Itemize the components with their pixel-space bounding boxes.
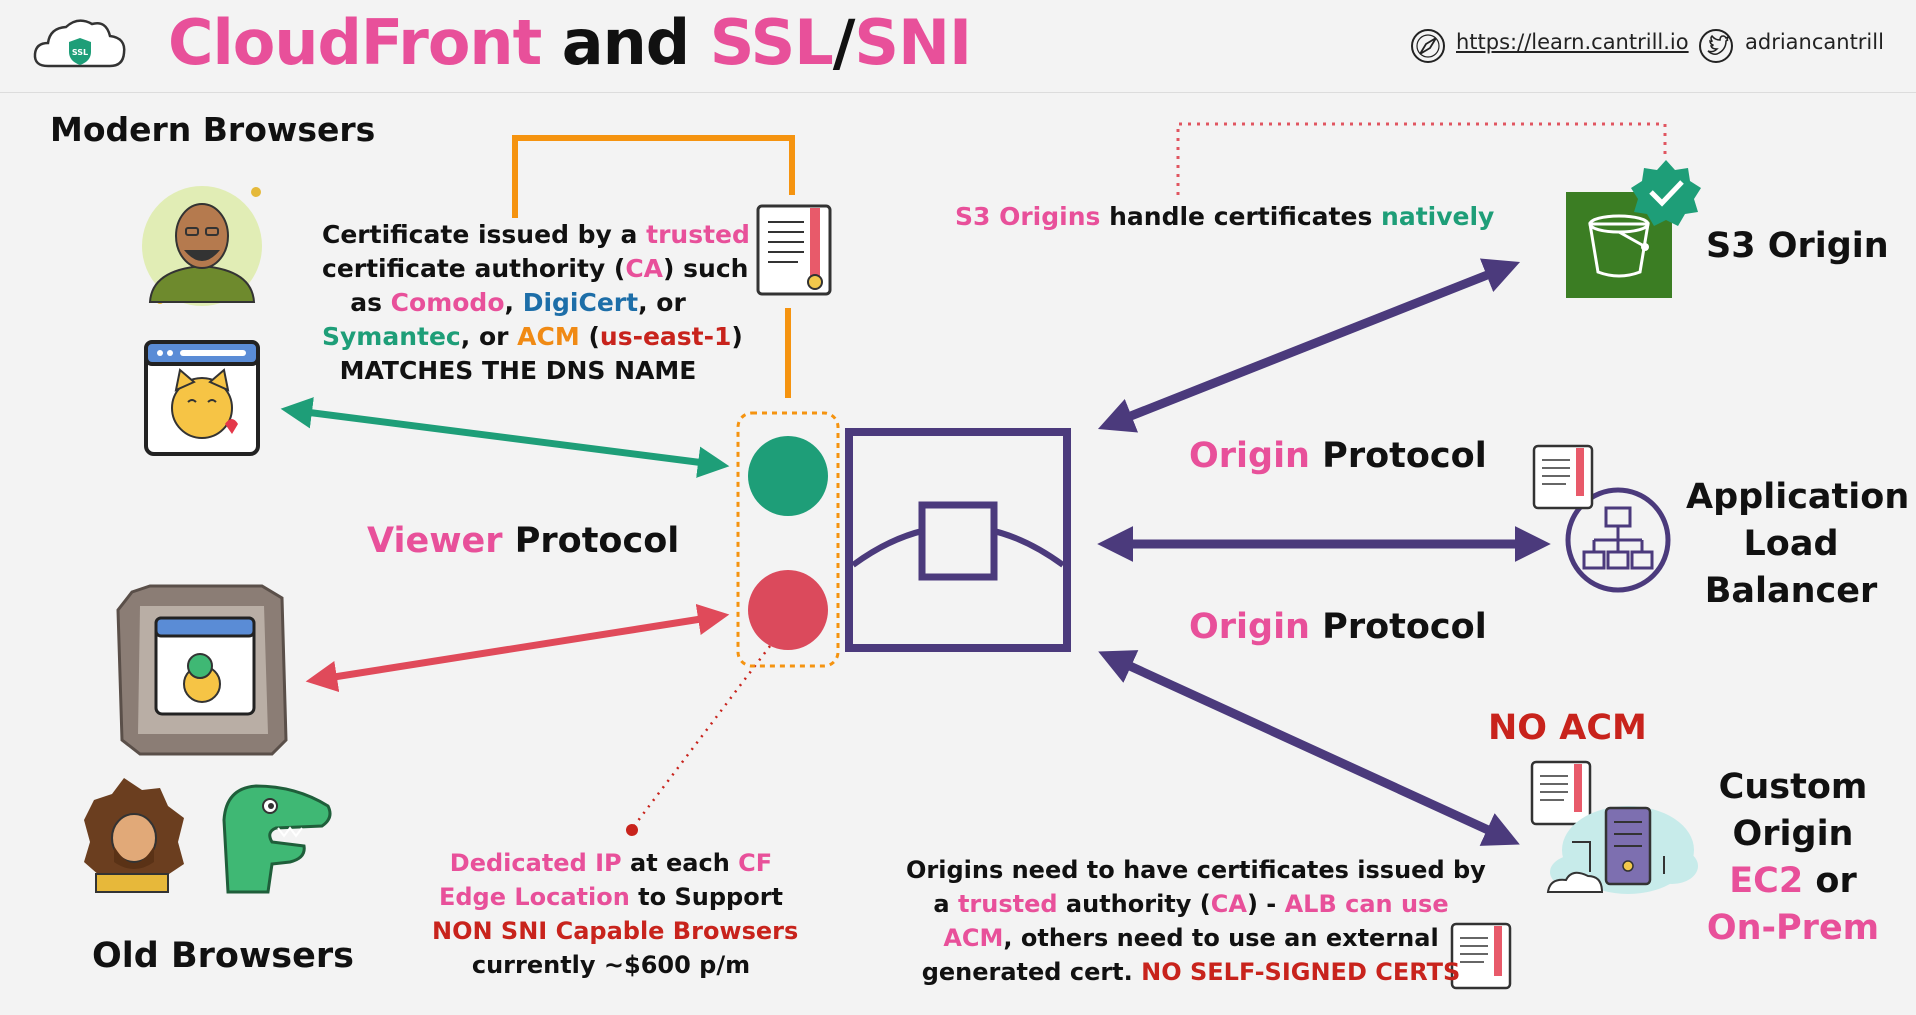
modern-browsers-label: Modern Browsers [50, 110, 376, 149]
logo-badge-text: SSL [72, 48, 88, 57]
dedicated-ip-note: Dedicated IP at each CF Edge Location to… [432, 849, 799, 979]
server-cloud-icon [1546, 806, 1698, 894]
s3-origins-note: S3 Origins handle certificates natively [955, 202, 1495, 231]
verified-check-icon [1631, 160, 1701, 226]
origin-arrow-s3 [1097, 258, 1521, 433]
viewer-protocol-label: Viewer Protocol [367, 521, 680, 561]
dedicated-connector-dot [626, 824, 638, 836]
load-balancer-icon [1565, 487, 1671, 593]
custom-origin-label: Custom Origin EC2 or On-Prem [1706, 767, 1880, 948]
no-acm-certificate-icon [1530, 760, 1592, 826]
certificate-scroll-icon [756, 204, 832, 296]
sni-capable-indicator [748, 436, 828, 516]
no-acm-label: NO ACM [1488, 708, 1647, 748]
caveman-icon [84, 778, 184, 893]
s3-origin-label: S3 Origin [1706, 226, 1889, 266]
cloudfront-distribution-icon [845, 428, 1071, 652]
header-bar: SSL CloudFront and SSL/SNI https://learn… [0, 0, 1916, 93]
old-browsers-label: Old Browsers [92, 936, 354, 976]
alb-label: Application Load Balancer [1686, 477, 1910, 611]
s3-dotted-connector [1176, 122, 1667, 195]
origins-certificate-note: Origins need to have certificates issued… [906, 856, 1486, 986]
compass-icon [1411, 29, 1445, 63]
origin-arrow-custom [1098, 650, 1520, 846]
ca-certificate-note: Certificate issued by a trusted certific… [322, 220, 750, 385]
alb-certificate-icon [1532, 444, 1594, 510]
modern-browser-window-icon [144, 340, 260, 456]
origin-protocol-label-top: Origin Protocol [1189, 436, 1487, 476]
twitter-handle[interactable]: adriancantrill [1745, 30, 1884, 54]
non-sni-indicator [748, 570, 828, 650]
twitter-icon [1699, 29, 1733, 63]
orange-connector-top [512, 135, 795, 218]
viewer-arrow-modern [280, 397, 730, 478]
dedicated-dotted-connector [633, 645, 771, 827]
page-title: CloudFront and SSL/SNI [168, 6, 972, 79]
website-link[interactable]: https://learn.cantrill.io [1456, 30, 1689, 54]
user-avatar-icon [142, 186, 262, 306]
origins-certificate-icon [1450, 922, 1512, 990]
viewer-arrow-old [305, 603, 730, 693]
origin-protocol-label-bottom: Origin Protocol [1189, 607, 1487, 647]
cloud-ssl-logo-icon: SSL [33, 19, 126, 68]
dinosaur-icon [222, 784, 332, 894]
old-browser-window-icon [116, 584, 288, 756]
